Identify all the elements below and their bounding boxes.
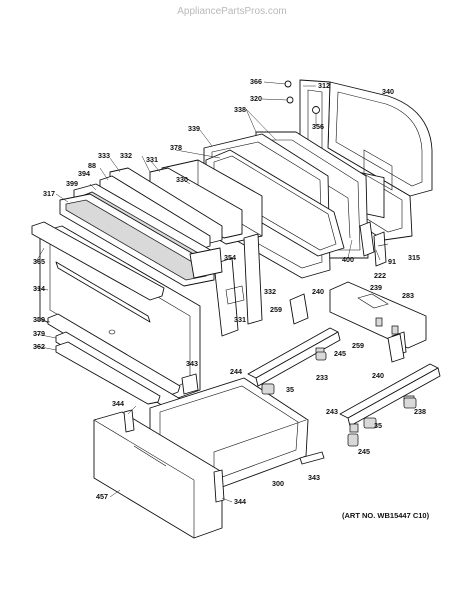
label-338: 338 <box>234 105 246 114</box>
rail-slide-244 <box>247 293 341 391</box>
label-317: 317 <box>43 189 55 198</box>
label-312: 312 <box>318 81 330 90</box>
label-331-top: 331 <box>146 155 158 164</box>
label-378: 378 <box>170 143 182 152</box>
door-outer-317 <box>59 193 215 287</box>
label-91: 91 <box>388 257 396 266</box>
hinge-bars <box>189 233 263 337</box>
label-366: 366 <box>250 77 262 86</box>
label-245-top: 245 <box>334 349 346 358</box>
label-362: 362 <box>33 342 45 351</box>
label-244: 244 <box>230 367 242 376</box>
label-399: 399 <box>66 179 78 188</box>
drawer-front-457 <box>93 411 223 539</box>
label-340: 340 <box>382 87 394 96</box>
label-300: 300 <box>272 479 284 488</box>
part-labels: 366 312 340 320 338 356 339 378 333 332 … <box>33 77 426 506</box>
label-344-top: 344 <box>112 399 124 408</box>
label-330: 330 <box>176 175 188 184</box>
label-35-bottom: 35 <box>374 421 382 430</box>
door-front-314 <box>39 225 201 399</box>
label-394: 394 <box>78 169 90 178</box>
watermark-text: AppliancePartsPros.com <box>177 6 287 17</box>
door-handle-365 <box>31 221 165 301</box>
label-365: 365 <box>33 257 45 266</box>
label-354: 354 <box>224 253 236 262</box>
label-339: 339 <box>188 124 200 133</box>
label-243: 243 <box>326 407 338 416</box>
label-343-top: 343 <box>186 359 198 368</box>
label-344-bottom: 344 <box>234 497 246 506</box>
label-233: 233 <box>316 373 328 382</box>
label-240-top: 240 <box>312 287 324 296</box>
label-259-bottom: 259 <box>352 341 364 350</box>
label-238: 238 <box>414 407 426 416</box>
door-trims <box>47 313 183 411</box>
label-283: 283 <box>402 291 414 300</box>
label-400: 400 <box>342 255 354 264</box>
label-332-side: 332 <box>264 287 276 296</box>
label-239: 239 <box>370 283 382 292</box>
label-356: 356 <box>312 122 324 131</box>
label-35-top: 35 <box>286 385 294 394</box>
label-315: 315 <box>408 253 420 262</box>
label-457: 457 <box>96 492 108 501</box>
hinges <box>284 80 389 267</box>
label-332-top: 332 <box>120 151 132 160</box>
label-222: 222 <box>374 271 386 280</box>
label-343-bottom: 343 <box>308 473 320 482</box>
label-314: 314 <box>33 284 45 293</box>
label-331-side: 331 <box>234 315 246 324</box>
small-parts <box>123 351 417 503</box>
label-88: 88 <box>88 161 96 170</box>
label-259-top: 259 <box>270 305 282 314</box>
art-number: (ART NO. WB15447 C10) <box>342 511 430 520</box>
label-333: 333 <box>98 151 110 160</box>
label-240-bottom: 240 <box>372 371 384 380</box>
label-320: 320 <box>250 94 262 103</box>
label-379: 379 <box>33 329 45 338</box>
label-359: 359 <box>33 315 45 324</box>
leader-lines <box>35 81 381 503</box>
label-245-bottom: 245 <box>358 447 370 456</box>
